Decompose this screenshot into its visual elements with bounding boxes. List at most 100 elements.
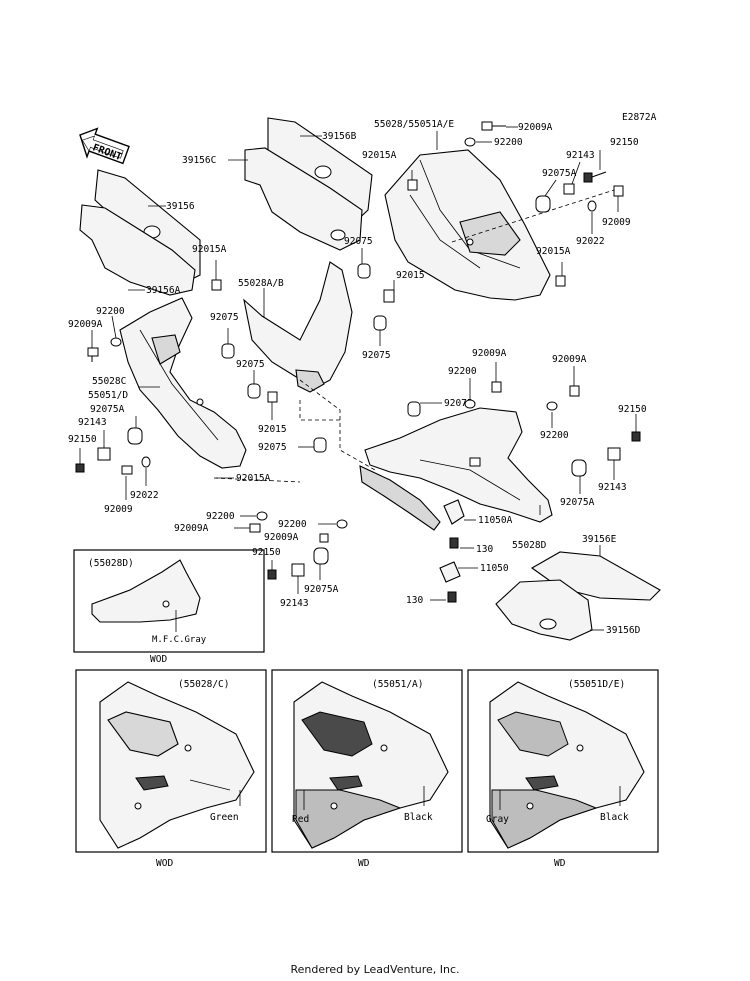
inset-55028C-title: (55028/C) <box>178 679 229 690</box>
label-92009A-3: 92009A <box>472 348 507 359</box>
label-92015A-1: 92015A <box>362 150 397 161</box>
label-55051D: 55051/D <box>88 390 128 401</box>
bolt-icon <box>267 569 277 580</box>
inset-55051A-caption: WD <box>358 858 370 869</box>
inset-55051A-box <box>271 669 463 853</box>
inset-55028D-caption: WOD <box>150 654 167 665</box>
inset-55028C-part <box>99 681 255 849</box>
washer-icon <box>464 399 476 409</box>
inset-55028C-color: Green <box>210 812 239 823</box>
grommet-icon <box>127 427 143 445</box>
inset-55028D-box <box>73 549 265 653</box>
label-92200-3: 92200 <box>448 366 477 377</box>
label-92200-1: 92200 <box>494 137 523 148</box>
bolt-icon <box>121 465 133 475</box>
left-cowl <box>119 297 247 469</box>
label-39156E: 39156E <box>582 534 617 545</box>
collar-icon <box>291 563 305 577</box>
collar-icon <box>407 179 418 191</box>
label-92150-4: 92150 <box>252 547 281 558</box>
bolt-icon <box>583 171 607 183</box>
label-92075A-1: 92075A <box>542 168 577 179</box>
bolt-icon <box>491 381 502 393</box>
inset-55051A-part <box>293 681 449 849</box>
grommet-icon <box>373 315 387 331</box>
screw-icon <box>447 591 457 603</box>
label-92075-6: 92075 <box>444 398 473 409</box>
footer-credit: Rendered by LeadVenture, Inc. <box>290 963 460 976</box>
label-92009A-5: 92009A <box>174 523 209 534</box>
label-55028C: 55028C <box>92 376 126 387</box>
washer-icon <box>336 519 348 529</box>
screw-icon <box>449 537 459 549</box>
label-39156D: 39156D <box>606 625 641 636</box>
label-39156B: 39156B <box>322 131 357 142</box>
washer-icon <box>464 137 476 147</box>
inset-55051A-color-left: Red <box>292 814 309 825</box>
label-92150-3: 92150 <box>618 404 647 415</box>
label-55028AB: 55028A/B <box>238 278 284 289</box>
collar-icon <box>267 391 278 403</box>
collar-icon <box>607 447 621 461</box>
label-39156C: 39156C <box>182 155 216 166</box>
label-92015A-4: 92015A <box>236 473 271 484</box>
label-92143-4: 92143 <box>280 598 309 609</box>
label-92075-3: 92075 <box>210 312 239 323</box>
washer-icon <box>256 511 268 521</box>
lower-right-cowl <box>359 407 553 531</box>
bracket-11050 <box>439 561 461 583</box>
label-11050A: 11050A <box>478 515 513 526</box>
label-92015-2: 92015 <box>258 424 287 435</box>
bolt-icon <box>249 523 261 533</box>
label-92015A-3: 92015A <box>192 244 227 255</box>
inset-55051A-color-right: Black <box>404 812 433 823</box>
bracket-11050A <box>443 499 465 525</box>
label-92015-1: 92015 <box>396 270 425 281</box>
grommet-icon <box>313 437 327 453</box>
label-92200-6: 92200 <box>278 519 307 530</box>
inset-55051DE-color-right: Black <box>600 812 629 823</box>
inset-55028C-box <box>75 669 267 853</box>
washer-icon <box>110 337 122 347</box>
label-92009A-6: 92009A <box>264 532 299 543</box>
label-92143-1: 92143 <box>566 150 595 161</box>
washer-icon <box>587 200 597 212</box>
label-92075A-4: 92075A <box>304 584 339 595</box>
inset-55028D-note: M.F.C.Gray <box>152 635 207 645</box>
label-92200-4: 92200 <box>540 430 569 441</box>
grommet-icon <box>407 401 421 417</box>
collar-icon <box>211 279 222 291</box>
bolt-icon <box>613 185 624 197</box>
label-92075-5: 92075 <box>258 442 287 453</box>
center-cowl <box>243 261 353 393</box>
label-39156: 39156 <box>166 201 195 212</box>
collar-icon <box>97 447 111 461</box>
label-92075A-3: 92075A <box>560 497 595 508</box>
bolt-icon <box>631 431 641 442</box>
inset-55051DE-caption: WD <box>554 858 566 869</box>
label-55028D: 55028D <box>512 540 547 551</box>
label-92200-2: 92200 <box>96 306 125 317</box>
label-92022-1: 92022 <box>576 236 605 247</box>
inset-55051DE-title: (55051D/E) <box>568 679 625 690</box>
grommet-icon <box>571 459 587 477</box>
label-92143-2: 92143 <box>78 417 107 428</box>
label-92075-2: 92075 <box>362 350 391 361</box>
label-92022-2: 92022 <box>130 490 159 501</box>
grommet-icon <box>313 547 329 565</box>
pad-39156A <box>79 204 196 296</box>
label-92075-4: 92075 <box>236 359 265 370</box>
label-130-1: 130 <box>476 544 493 555</box>
inset-55028C-caption: WOD <box>156 858 173 869</box>
label-55028-55051A-E: 55028/55051A/E <box>374 119 454 130</box>
inset-55051DE-color-left: Gray <box>486 814 509 825</box>
grommet-icon <box>357 263 371 279</box>
label-92009-2: 92009 <box>104 504 133 515</box>
label-92009A-1: 92009A <box>518 122 553 133</box>
bolt-icon <box>87 347 99 362</box>
pad-39156C <box>244 147 363 251</box>
label-92009A-2: 92009A <box>68 319 103 330</box>
bolt-icon <box>481 121 506 131</box>
bolt-icon <box>75 463 85 473</box>
grommet-icon <box>535 195 551 213</box>
